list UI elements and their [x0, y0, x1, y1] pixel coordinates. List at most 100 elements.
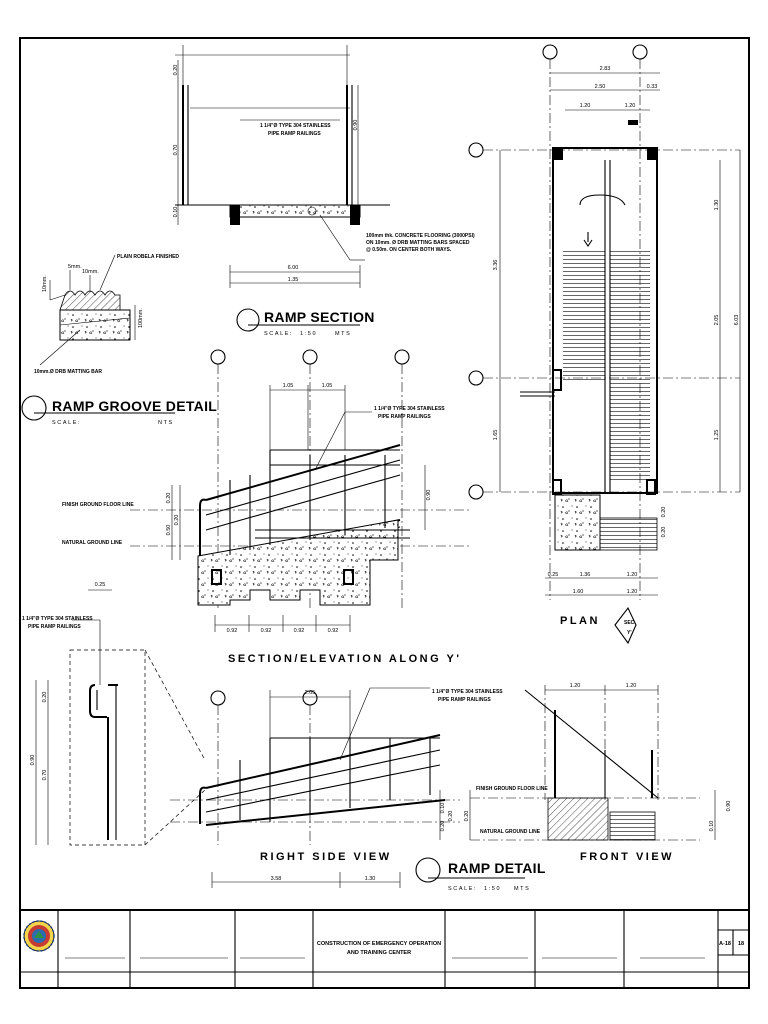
rsv-dim-side-a: 0.10 [440, 803, 446, 814]
front-view-title: FRONT VIEW [580, 851, 674, 863]
ramp-groove-detail: PLAIN ROBELA FINISHED 5mm. 10mm. 10mm. 1… [21, 254, 217, 426]
plan-dim-right-3: 6.03 [734, 315, 740, 326]
section-cut-marker [614, 606, 637, 645]
ramp-section-scale-unit: MTS [335, 331, 351, 337]
ramp-detail-scale-label: SCALE: [448, 886, 477, 892]
ramp-section-dim-right: 0.90 [353, 120, 359, 131]
ramp-section-scale-label: SCALE: [264, 331, 293, 337]
front-dim-top-1: 1.20 [570, 683, 581, 689]
plan-dim-bottom-4: 1.60 [573, 589, 584, 595]
sec-nat-ground-label: NATURAL GROUND LINE [62, 540, 123, 546]
front-dim-side-3: 0.90 [726, 801, 732, 812]
title-block-project-line-2: AND TRAINING CENTER [347, 950, 411, 956]
right-side-view: 2.05 1 1/4"Ø TYPE 304 STAINLESS PIPE RAM… [170, 687, 503, 888]
plan-title: PLAN [560, 615, 600, 627]
plan-dim-top-1: 2.83 [600, 66, 611, 72]
front-dim-side-2: 0.10 [709, 821, 715, 832]
plan-dim-top-2: 2.50 [595, 84, 606, 90]
ramp-section-dim-top: 0.20 [173, 65, 179, 76]
sec-fin-floor-label: FINISH GROUND FLOOR LINE [62, 502, 134, 508]
ramp-section-dim-mid: 0.70 [173, 145, 179, 156]
ramp-section-section-mark [236, 308, 260, 332]
rsv-dim-left: 3.58 [271, 876, 282, 882]
sec-dim-side-3: 0.20 [174, 515, 180, 526]
sheet-border [19, 37, 750, 989]
rsv-dim-side-b: 0.20 [440, 821, 446, 832]
sec-dim-bottom-3: 0.92 [294, 628, 305, 634]
railing-dim-side-2: 0.90 [30, 755, 36, 766]
rsv-railing-note-1: 1 1/4"Ø TYPE 304 STAINLESS [432, 689, 503, 695]
ramp-section-title: RAMP SECTION [264, 309, 375, 325]
railing-dim-side-3: 0.70 [42, 770, 48, 781]
sec-dim-bottom-4: 0.92 [328, 628, 339, 634]
groove-note-bar: 10mm.Ø DRB MATTING BAR [34, 369, 102, 375]
front-fin-floor-label: FINISH GROUND FLOOR LINE [476, 786, 548, 792]
plan-view: 2.83 2.50 0.33 1.20 1.20 1.30 2.05 6.03 … [468, 44, 741, 645]
railing-dim-side-1: 0.20 [42, 692, 48, 703]
ramp-section-dim-inner: 6.00 [288, 265, 299, 271]
government-seal-logo [23, 920, 55, 952]
plan-dim-small-1: 0.20 [661, 507, 667, 518]
sec-dim-side-4: 0.90 [426, 490, 432, 501]
plan-dim-right-1: 1.30 [714, 200, 720, 211]
ramp-detail-title-block: RAMP DETAIL SCALE: 1:50 MTS [415, 857, 546, 892]
title-block-project-line-1: CONSTRUCTION OF EMERGENCY OPERATION [317, 941, 441, 947]
groove-dim-4: 100mm. [138, 308, 144, 328]
plan-dim-left-1: 3.36 [493, 260, 499, 271]
sec-dim-bottom-1: 0.92 [227, 628, 238, 634]
ramp-section-flooring-note-3: @ 0.50m. ON CENTER BOTH WAYS. [366, 247, 452, 253]
plan-dim-top-3: 0.33 [647, 84, 658, 90]
front-view: 1.20 1.20 0.20 0.10 0.90 FINISH GROUND F… [464, 683, 732, 863]
groove-section-mark [21, 395, 47, 421]
front-nat-ground-label: NATURAL GROUND LINE [480, 829, 541, 835]
sec-dim-bottom-2: 0.92 [261, 628, 272, 634]
plan-dim-right-2: 2.05 [714, 315, 720, 326]
rsv-railing-note-2: PIPE RAMP RAILINGS [438, 697, 491, 703]
front-dim-top-2: 1.20 [626, 683, 637, 689]
rsv-dim-side-c: 0.20 [448, 811, 454, 822]
plan-dim-left-2: 1.65 [493, 430, 499, 441]
title-block-sheet-total: 18 [738, 941, 744, 947]
plan-dim-top-4: 1.20 [580, 103, 591, 109]
sec-dim-top-1: 1.05 [283, 383, 294, 389]
plan-dim-small-2: 0.20 [661, 527, 667, 538]
ramp-section-dim-slab: 0.10 [173, 207, 179, 218]
ramp-section-flooring-note-1: 100mm thk. CONCRETE FLOORING (3000PSI) [366, 233, 475, 239]
plan-section-tag-1: SEC. [624, 620, 636, 626]
section-elevation-view: 1.05 1.05 1 1/4"Ø TYPE 304 STAINLESS PIP… [62, 349, 470, 665]
ramp-section-railing-note-2: PIPE RAMP RAILINGS [268, 131, 321, 137]
railing-note-2: PIPE RAMP RAILINGS [28, 624, 81, 630]
sec-elev-title: SECTION/ELEVATION ALONG Y' [228, 653, 461, 665]
sec-railing-note-2: PIPE RAMP RAILINGS [378, 414, 431, 420]
ramp-section-dim-overall: 1.35 [288, 277, 299, 283]
sec-dim-top-2: 1.05 [322, 383, 333, 389]
plan-dim-top-5: 1.20 [625, 103, 636, 109]
groove-scale-unit: NTS [158, 420, 174, 426]
plan-dim-bottom-3: 1.20 [627, 572, 638, 578]
railing-note-1: 1 1/4"Ø TYPE 304 STAINLESS [22, 616, 93, 622]
groove-note-plain: PLAIN ROBELA FINISHED [117, 254, 179, 260]
railing-detail: 0.25 1 1/4"Ø TYPE 304 STAINLESS PIPE RAM… [22, 582, 206, 846]
front-dim-side-1: 0.20 [464, 811, 470, 822]
groove-scale-label: SCALE: [52, 420, 81, 426]
rsv-dim-top: 2.05 [305, 690, 316, 696]
ramp-section-flooring-note-2: ON 10mm. Ø DRB MATTING BARS SPACED [366, 240, 470, 246]
groove-dim-3: 10mm. [42, 275, 48, 292]
plan-dim-bottom-1: 0.25 [548, 572, 559, 578]
ramp-section-railing-note-1: 1 1/4"Ø TYPE 304 STAINLESS [260, 123, 331, 129]
sec-dim-side-1: 0.20 [166, 493, 172, 504]
plan-dim-bottom-2: 1.36 [580, 572, 591, 578]
plan-dim-bottom-5: 1.20 [627, 589, 638, 595]
rsv-title: RIGHT SIDE VIEW [260, 851, 392, 863]
ramp-detail-title: RAMP DETAIL [448, 860, 546, 876]
groove-dim-1: 5mm. [68, 264, 82, 270]
ramp-section-scale-value: 1:50 [300, 331, 317, 337]
plan-section-tag-2: Y' [627, 630, 632, 636]
railing-dim-top: 0.25 [95, 582, 106, 588]
rsv-dim-right: 1.30 [365, 876, 376, 882]
ramp-detail-scale-value: 1:50 [484, 886, 501, 892]
groove-dim-2: 10mm. [82, 269, 99, 275]
groove-title: RAMP GROOVE DETAIL [52, 398, 217, 414]
plan-dim-right-4: 1.25 [714, 430, 720, 441]
